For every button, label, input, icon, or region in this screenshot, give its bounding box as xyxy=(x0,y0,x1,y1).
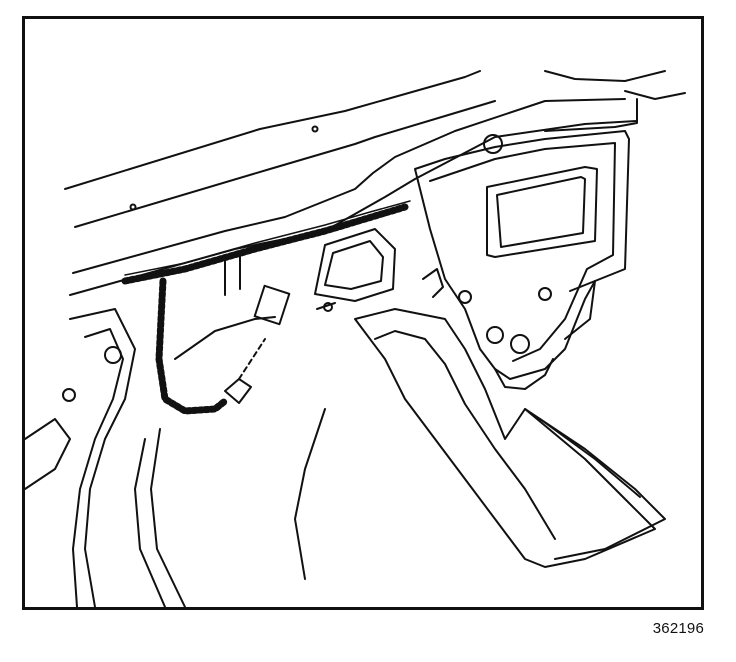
floor-mat-inner-edge xyxy=(539,418,641,498)
top-right-trim-2 xyxy=(624,90,686,100)
floor-flap-outline xyxy=(354,308,656,568)
left-pillar-bolt xyxy=(104,346,122,364)
relay-bracket xyxy=(314,228,396,302)
door-opening-curve-2 xyxy=(150,428,186,607)
kick-panel-right-tab xyxy=(564,280,596,340)
floor-left-curve xyxy=(294,408,326,580)
kick-panel-bolt-5 xyxy=(458,290,472,304)
kick-panel-outline xyxy=(414,130,630,380)
kick-panel-lower-bracket xyxy=(494,358,554,390)
kick-panel-window-inner xyxy=(496,176,586,248)
kick-panel-bolt-3 xyxy=(510,334,530,354)
floor-mat-edge xyxy=(524,408,666,560)
top-right-trim xyxy=(544,70,666,82)
kick-panel-bolt-4 xyxy=(538,287,552,301)
relay-connector-leader xyxy=(238,338,266,380)
floor-flap-inner xyxy=(374,330,556,540)
wire-harness-branch xyxy=(155,277,229,415)
relay-clip xyxy=(422,268,444,298)
left-pillar-inner xyxy=(72,328,124,607)
relay-body xyxy=(253,284,291,326)
kick-panel-bolt-2 xyxy=(486,326,504,344)
line-drawing xyxy=(25,70,686,607)
dash-upper-molding xyxy=(72,98,626,274)
dash-lower-molding xyxy=(69,120,638,296)
figure-id: 362196 xyxy=(652,620,704,637)
door-opening-curve-3 xyxy=(174,316,276,360)
dash-screw-1 xyxy=(129,203,137,211)
door-opening-curve-1 xyxy=(134,438,166,607)
wire-harness xyxy=(121,203,409,285)
cowl-panel-lower-edge xyxy=(74,100,496,228)
dash-screw-2 xyxy=(311,125,319,133)
left-edge-bolt xyxy=(62,388,76,402)
left-pillar-outer xyxy=(69,308,136,607)
wire-harness-outline xyxy=(124,200,411,276)
dash-right-return xyxy=(544,98,638,132)
cowl-panel-top-edge xyxy=(64,70,481,190)
left-edge-detail xyxy=(25,418,71,490)
relay-fastener-head xyxy=(323,302,333,312)
kick-panel-inner-outline xyxy=(429,142,616,362)
diagram-frame xyxy=(22,16,704,610)
kick-panel-bolt-1 xyxy=(483,134,503,154)
relay-bracket-inner xyxy=(324,240,384,290)
relay-connector xyxy=(224,378,252,404)
kick-panel-window xyxy=(486,166,598,258)
